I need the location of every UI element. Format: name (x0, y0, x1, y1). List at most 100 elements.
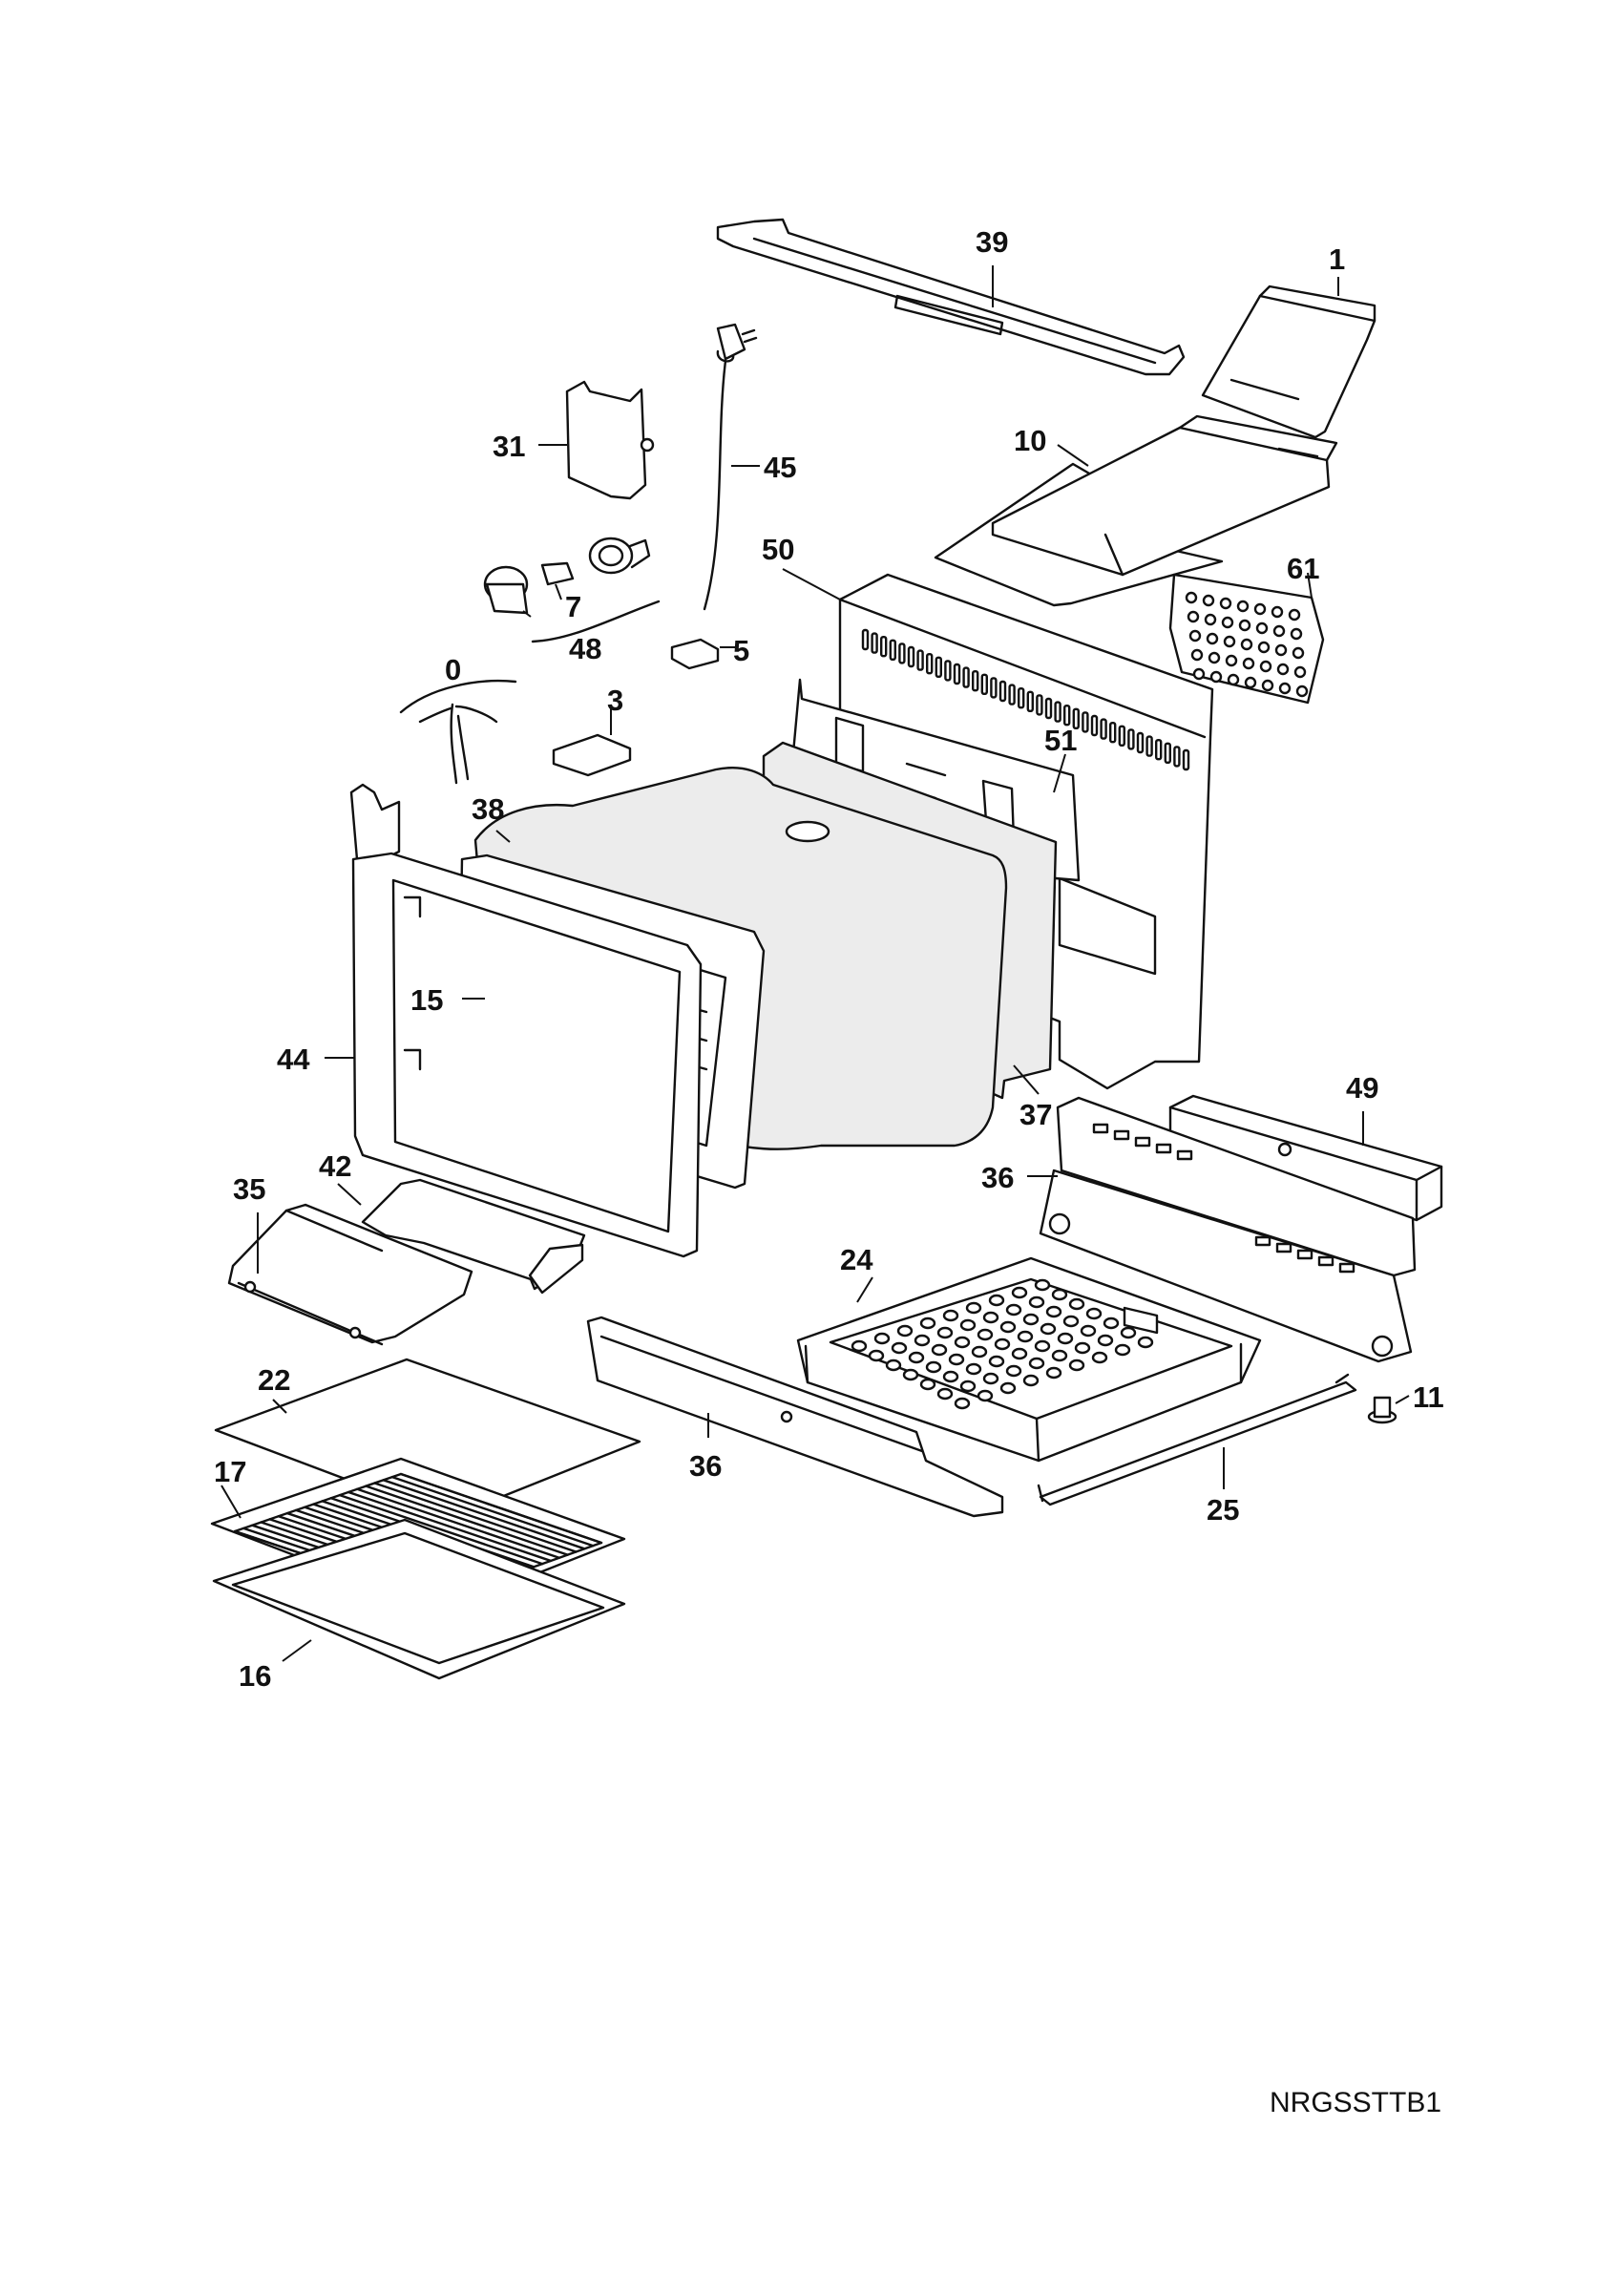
callout-1: 1 (1329, 242, 1345, 276)
tray-hole (954, 1397, 971, 1410)
rack-wire (390, 1475, 595, 1548)
callout-50: 50 (762, 533, 794, 566)
grille-hole (1257, 641, 1271, 654)
grille-hole (1272, 624, 1286, 638)
tray-hole (965, 1362, 982, 1376)
grille-hole (1187, 610, 1200, 623)
bracket-slot (1176, 1149, 1193, 1161)
grille-hole (1188, 629, 1202, 642)
vent-slot (1082, 711, 1089, 733)
grille-hole (1288, 608, 1301, 621)
tray-hole (908, 1351, 925, 1364)
rack-wire (356, 1487, 560, 1559)
part-36-lower-rail (586, 1316, 1004, 1518)
callout-3: 3 (607, 684, 623, 717)
callout-51: 51 (1044, 724, 1077, 757)
tray-hole (994, 1338, 1011, 1351)
tray-hole (873, 1332, 891, 1345)
bracket-slot (1113, 1129, 1130, 1141)
tray-hole (1120, 1326, 1137, 1339)
tray-hole (1085, 1307, 1103, 1320)
part-50-vent-slots (861, 628, 1190, 771)
callout-45: 45 (764, 451, 796, 484)
callout-48: 48 (569, 632, 601, 665)
tray-hole (936, 1326, 954, 1339)
grille-hole (1253, 602, 1267, 616)
tray-hole (914, 1334, 931, 1347)
callout-7: 7 (565, 590, 581, 623)
grille-hole (1204, 613, 1217, 626)
tray-hole (965, 1301, 982, 1315)
bracket-slot (1275, 1242, 1292, 1253)
leader-lines (221, 265, 1410, 1662)
grille-hole (1209, 670, 1223, 684)
grille-hole (1240, 638, 1253, 651)
vent-slot (1118, 725, 1126, 747)
tray-hole (1028, 1295, 1045, 1309)
vent-slot (1173, 746, 1181, 768)
tray-hole (902, 1368, 919, 1381)
grille-hole (1274, 643, 1288, 657)
tray-hole (1091, 1351, 1108, 1364)
callout-25: 25 (1207, 1493, 1239, 1527)
part-36-upper-slots (1092, 1123, 1355, 1274)
rack-wire (399, 1472, 603, 1545)
part-49-bar (1168, 1094, 1443, 1222)
grille-hole (1190, 648, 1204, 662)
vent-slot (990, 677, 998, 699)
grille-hole (1223, 635, 1236, 648)
vent-slot (907, 645, 915, 668)
bracket-slot (1134, 1136, 1151, 1148)
grille-hole (1244, 676, 1257, 689)
tray-hole (977, 1389, 994, 1402)
part-48-lamp-assembly (483, 537, 661, 643)
tray-hole (999, 1320, 1017, 1334)
grille-hole (1202, 594, 1215, 607)
tray-hole (982, 1311, 999, 1324)
vent-slot (871, 632, 878, 654)
part-24-tray-holes (851, 1278, 1154, 1410)
tray-hole (1051, 1288, 1068, 1301)
tray-hole (1011, 1286, 1028, 1299)
tray-hole (1022, 1374, 1040, 1387)
grille-hole (1219, 597, 1232, 610)
grille-hole (1238, 619, 1251, 632)
tray-hole (1103, 1317, 1120, 1330)
tray-hole (931, 1343, 948, 1357)
vent-slot (861, 628, 870, 651)
grille-hole (1192, 667, 1206, 681)
grille-hole (1295, 685, 1309, 698)
callout-17: 17 (214, 1455, 246, 1488)
tray-hole (1034, 1278, 1051, 1292)
tray-hole (988, 1355, 1005, 1368)
vent-slot (889, 639, 896, 661)
tray-hole (959, 1380, 977, 1393)
tray-hole (885, 1359, 902, 1372)
part-39-top-rail (716, 218, 1186, 376)
callout-31: 31 (493, 430, 525, 463)
grille-hole (1293, 665, 1307, 679)
grille-hole (1208, 651, 1221, 664)
tray-hole (868, 1349, 885, 1362)
tray-hole (1137, 1336, 1154, 1349)
grille-hole (1236, 600, 1250, 613)
vent-slot (1145, 735, 1153, 757)
tray-hole (896, 1324, 914, 1338)
grille-hole (1259, 660, 1272, 673)
part-45-mains-cable (703, 323, 758, 611)
tray-hole (1051, 1349, 1068, 1362)
callout-15: 15 (410, 983, 443, 1017)
tray-hole (982, 1372, 999, 1385)
vent-slot (1090, 714, 1099, 737)
vent-slot (898, 642, 906, 664)
vent-slot (998, 680, 1007, 703)
tray-hole (954, 1336, 971, 1349)
vent-slot (1100, 718, 1107, 740)
grille-hole (1271, 605, 1284, 619)
grille-hole (1290, 627, 1303, 641)
tray-hole (959, 1318, 977, 1332)
tray-hole (1062, 1315, 1080, 1328)
rack-wire (347, 1490, 553, 1563)
